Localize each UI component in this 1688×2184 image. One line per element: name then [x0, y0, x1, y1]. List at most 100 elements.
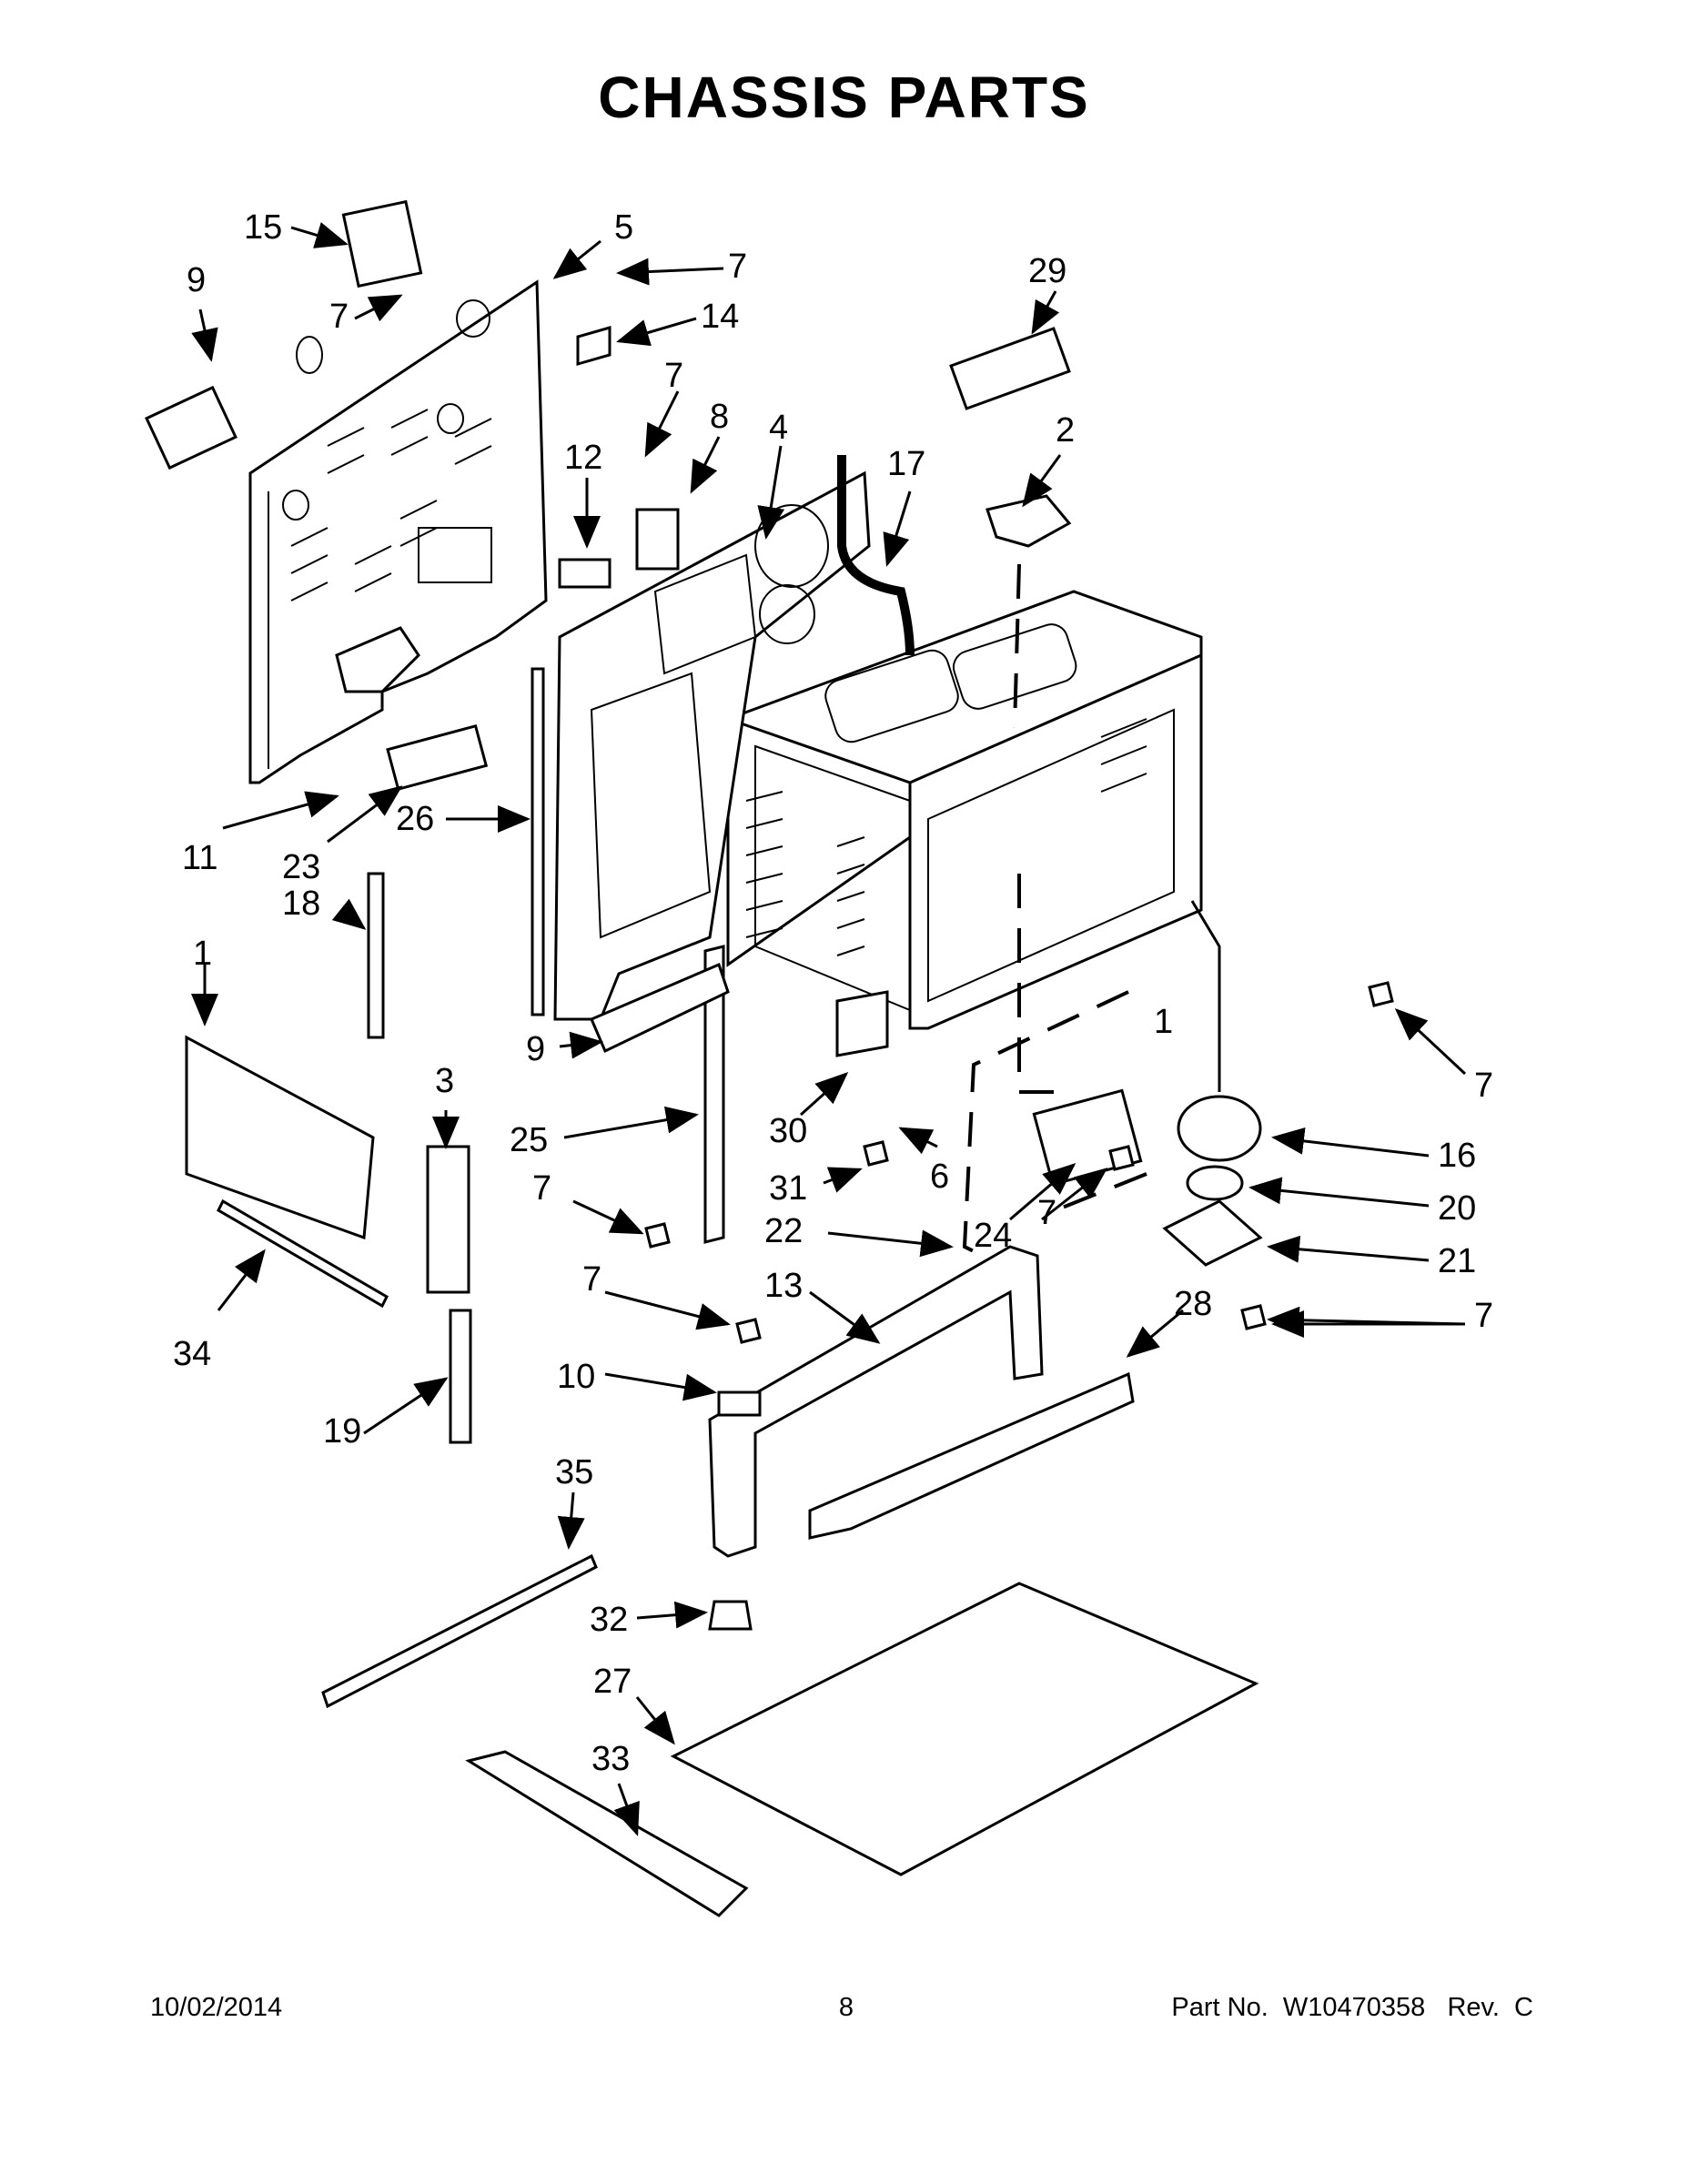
leader-34 [217, 1249, 266, 1311]
oven-chassis [726, 590, 1203, 1030]
part-8-bracket [635, 508, 680, 571]
part-17-tube [837, 455, 915, 656]
leader-7a [616, 258, 724, 286]
callout-28: 28 [1174, 1285, 1212, 1323]
callout-12: 12 [564, 439, 602, 477]
leader-29 [1031, 290, 1060, 335]
leader-28 [1126, 1309, 1184, 1358]
part-13-frame [708, 1245, 1044, 1558]
callout-35: 35 [555, 1453, 593, 1491]
part-32-leveler [708, 1600, 753, 1631]
callout-30: 30 [769, 1112, 807, 1150]
part-30-bracket [835, 990, 889, 1057]
callout-23: 23 [282, 848, 320, 886]
part-14-switch [576, 326, 612, 366]
part-35-rail [321, 1553, 598, 1709]
leader-15 [290, 222, 349, 248]
dashed-line-1 [1017, 874, 1074, 1094]
leader-7d [1394, 1007, 1467, 1076]
part-12-block [558, 558, 612, 589]
leader-10 [604, 1372, 717, 1401]
side-panel [553, 470, 871, 1021]
leader-7e [572, 1199, 644, 1235]
callout-15: 15 [244, 208, 282, 247]
callout-22: 22 [764, 1212, 803, 1250]
footer-date: 10/02/2014 [150, 1993, 283, 2022]
screw-7-box [1108, 1145, 1135, 1171]
part-29-bracket [949, 327, 1071, 410]
callout-24: 24 [974, 1217, 1012, 1255]
leader-32 [636, 1601, 708, 1629]
leader-25 [563, 1106, 699, 1139]
callout-32: 32 [590, 1601, 628, 1639]
callout-7: 7 [728, 248, 747, 286]
callout-3: 3 [435, 1062, 454, 1100]
callout-27: 27 [593, 1663, 632, 1701]
leader-11 [222, 791, 339, 830]
part-20-cap [1186, 1165, 1244, 1201]
callout-18: 18 [282, 885, 320, 923]
screw-7-frame [735, 1318, 762, 1344]
callout-7: 7 [532, 1169, 551, 1208]
callout-33: 33 [591, 1740, 630, 1778]
leader-5 [552, 239, 601, 279]
part-26-strip [531, 667, 545, 1016]
callout-21: 21 [1438, 1242, 1476, 1280]
callout-2: 2 [1056, 411, 1075, 450]
leader-7c [644, 390, 680, 458]
part-28-strip [808, 1371, 1135, 1540]
part-33-rail [465, 1750, 749, 1917]
callout-8: 8 [710, 398, 729, 436]
dashed-line-2 [962, 990, 1129, 1258]
part-9-cover [145, 385, 238, 470]
leader-13 [809, 1290, 881, 1344]
leader-23 [327, 785, 403, 844]
leader-7h [604, 1290, 731, 1330]
leader-2 [1022, 454, 1062, 508]
callout-7: 7 [1474, 1297, 1493, 1335]
part-11-fan [335, 626, 420, 693]
callout-1: 1 [193, 935, 212, 973]
callout-7: 7 [1474, 1067, 1493, 1105]
callout-29: 29 [1028, 252, 1066, 290]
leader-8 [690, 436, 721, 494]
leader-14 [616, 317, 697, 347]
callout-25: 25 [510, 1121, 548, 1159]
part-15 [341, 199, 423, 288]
callout-20: 20 [1438, 1189, 1476, 1228]
leader-30 [799, 1071, 849, 1117]
callout-10: 10 [557, 1358, 595, 1396]
screw-7-mid [644, 1222, 671, 1249]
leader-16 [1271, 1127, 1430, 1158]
callout-7: 7 [664, 357, 683, 395]
part-21-plate [1162, 1199, 1263, 1267]
rear-panel [248, 279, 548, 784]
part-10-bracket [717, 1390, 762, 1417]
part-25-strip [703, 945, 725, 1244]
callout-4: 4 [769, 409, 788, 447]
screw-7-right [1368, 981, 1394, 1007]
part-34-strip [217, 1198, 389, 1309]
screw-31 [863, 1140, 889, 1167]
leader-9a [191, 308, 218, 362]
callout-34: 34 [173, 1335, 211, 1373]
callout-7: 7 [582, 1260, 601, 1299]
footer-part-number: Part No. W10470358 Rev. C [1171, 1993, 1533, 2022]
leader-18 [331, 898, 367, 930]
callout-16: 16 [1438, 1137, 1476, 1175]
callout-26: 26 [396, 800, 434, 838]
callout-9: 9 [187, 261, 206, 299]
part-18-strip [367, 872, 385, 1039]
part-1-panel [185, 1035, 375, 1240]
leader-22 [827, 1229, 954, 1258]
leader-33 [613, 1783, 640, 1836]
screw-7-lower [1240, 1304, 1267, 1330]
part-23-bracket [386, 723, 489, 791]
part-16-burner [1177, 1095, 1262, 1162]
callout-7: 7 [1037, 1194, 1056, 1232]
callout-1: 1 [1154, 1003, 1173, 1041]
page-title: CHASSIS PARTS [598, 65, 1090, 130]
leader-9b [559, 1031, 603, 1059]
leader-31 [823, 1167, 863, 1193]
